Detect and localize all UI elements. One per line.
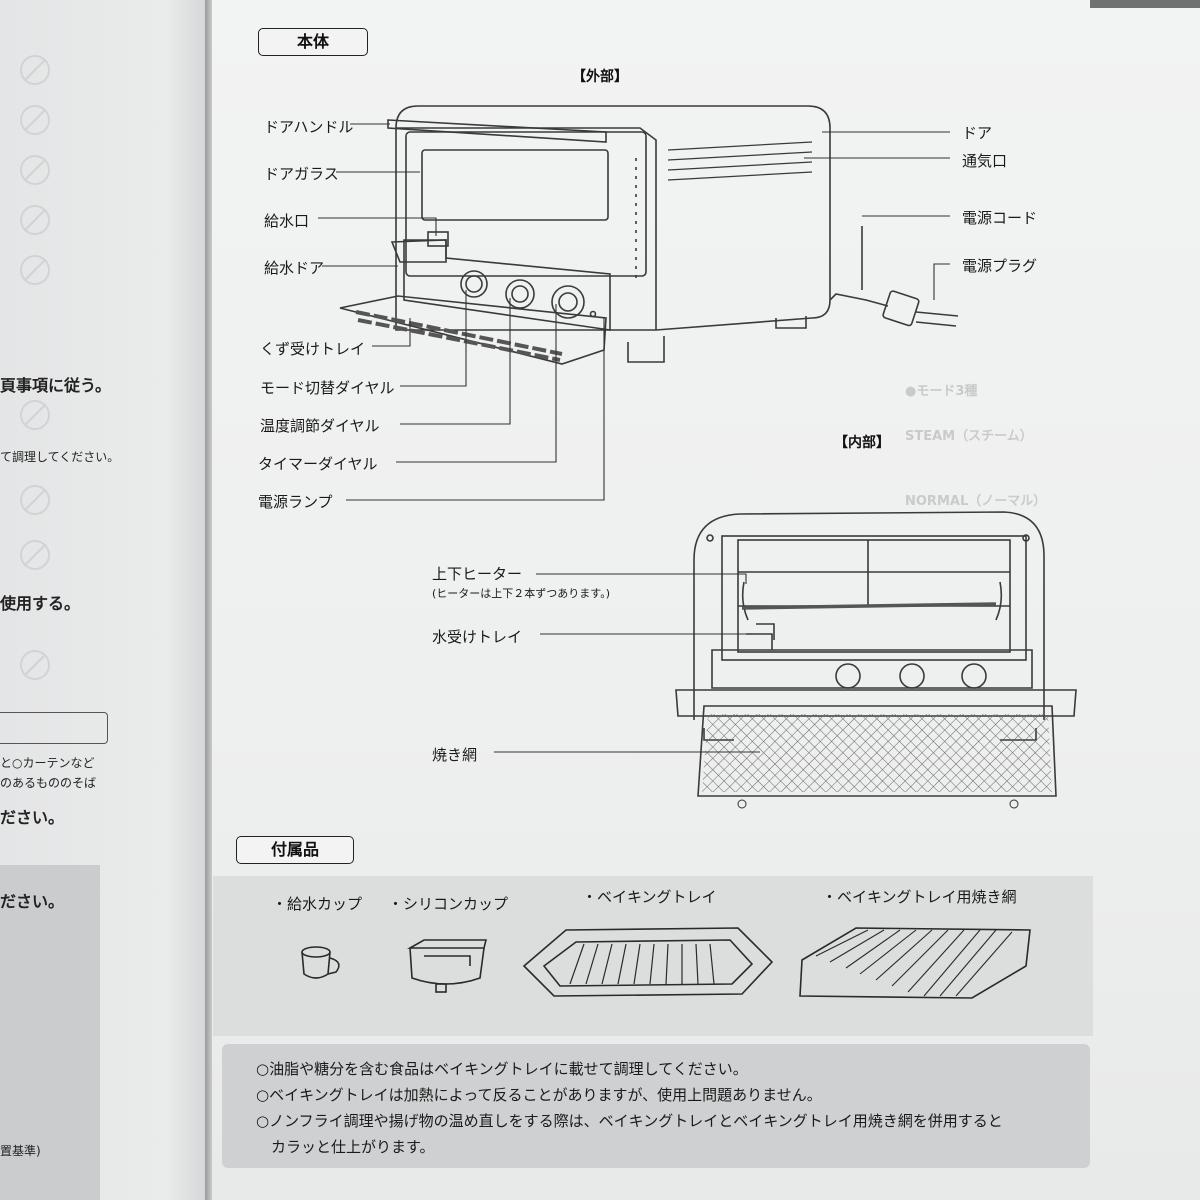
- prohibition-icon: [20, 255, 50, 285]
- label-door-glass: ドアガラス: [264, 165, 339, 183]
- left-line-6: ださい。: [0, 808, 65, 827]
- left-line-1: 頁事項に従う。: [0, 376, 112, 395]
- accessory-baking-tray: ・ベイキングトレイ: [582, 888, 717, 906]
- label-door-handle: ドアハンドル: [264, 118, 354, 136]
- label-power-lamp: 電源ランプ: [258, 493, 333, 511]
- interior-toaster-drawing: [675, 511, 1077, 797]
- section-accessories-label: 付属品: [236, 836, 354, 864]
- page-edge: [1090, 0, 1200, 8]
- label-heater: 上下ヒーター: [432, 565, 523, 583]
- left-line-2: て調理してください。: [0, 450, 120, 464]
- prohibition-icon: [20, 540, 50, 570]
- left-page: 頁事項に従う。 て調理してください。 使用する。 と○カーテンなど のあるものの…: [0, 0, 208, 1200]
- label-water-tray: 水受けトレイ: [432, 628, 523, 646]
- label-grill-net: 焼き網: [432, 746, 478, 764]
- left-line-4: と○カーテンなど: [0, 756, 95, 770]
- mesh-pattern: [702, 714, 1052, 792]
- left-line-7: ださい。: [0, 892, 65, 911]
- label-power-plug: 電源プラグ: [962, 257, 1038, 275]
- show-through-text: STEAM（スチーム）: [905, 429, 1033, 444]
- interior-header: 【内部】: [834, 435, 890, 451]
- label-power-cord: 電源コード: [962, 209, 1038, 227]
- label-vent: 通気口: [962, 152, 1008, 170]
- label-water-door: 給水ドア: [264, 259, 325, 277]
- prohibition-icon: [20, 105, 50, 135]
- note-line-2: ○ベイキングトレイは加熱によって反ることがありますが、使用上問題ありません。: [256, 1086, 822, 1104]
- accessory-water-cup: ・給水カップ: [272, 895, 363, 913]
- left-box: [0, 712, 108, 744]
- notes-box: [222, 1044, 1090, 1168]
- left-line-5: のあるもののそば: [0, 776, 97, 790]
- exterior-header: 【外部】: [572, 69, 628, 85]
- label-water-inlet: 給水口: [264, 212, 310, 230]
- accessory-tray-net: ・ベイキングトレイ用焼き網: [822, 888, 1017, 906]
- prohibition-icon: [20, 55, 50, 85]
- page-gutter: [205, 0, 213, 1200]
- note-line-3: ○ノンフライ調理や揚げ物の温め直しをする際は、ベイキングトレイとベイキングトレイ…: [256, 1112, 1003, 1130]
- accessory-silicone-cup: ・シリコンカップ: [388, 895, 509, 913]
- label-timer-dial: タイマーダイヤル: [258, 455, 378, 473]
- label-temp-dial: 温度調節ダイヤル: [260, 417, 380, 435]
- section-body-label: 本体: [258, 28, 368, 56]
- note-line-4: カラッと仕上がります。: [256, 1138, 435, 1156]
- left-line-8: 置基準): [0, 1144, 41, 1158]
- label-mode-dial: モード切替ダイヤル: [260, 379, 395, 397]
- label-crumb-tray: くず受けトレイ: [260, 340, 366, 358]
- prohibition-icon: [20, 400, 50, 430]
- exterior-toaster-drawing: [339, 105, 959, 365]
- prohibition-icon: [20, 650, 50, 680]
- accessory-drawings: [301, 927, 1031, 999]
- left-gray-block: [0, 865, 100, 1200]
- prohibition-icon: [20, 155, 50, 185]
- left-line-3: 使用する。: [0, 594, 81, 613]
- label-door: ドア: [962, 124, 993, 142]
- show-through-text: ●モード3種: [905, 384, 978, 399]
- note-line-1: ○油脂や糖分を含む食品はベイキングトレイに載せて調理してください。: [256, 1060, 748, 1078]
- prohibition-icon: [20, 485, 50, 515]
- prohibition-icon: [20, 205, 50, 235]
- label-heater-note: (ヒーターは上下２本ずつあります。): [432, 587, 610, 600]
- show-through-text: NORMAL（ノーマル）: [905, 494, 1047, 509]
